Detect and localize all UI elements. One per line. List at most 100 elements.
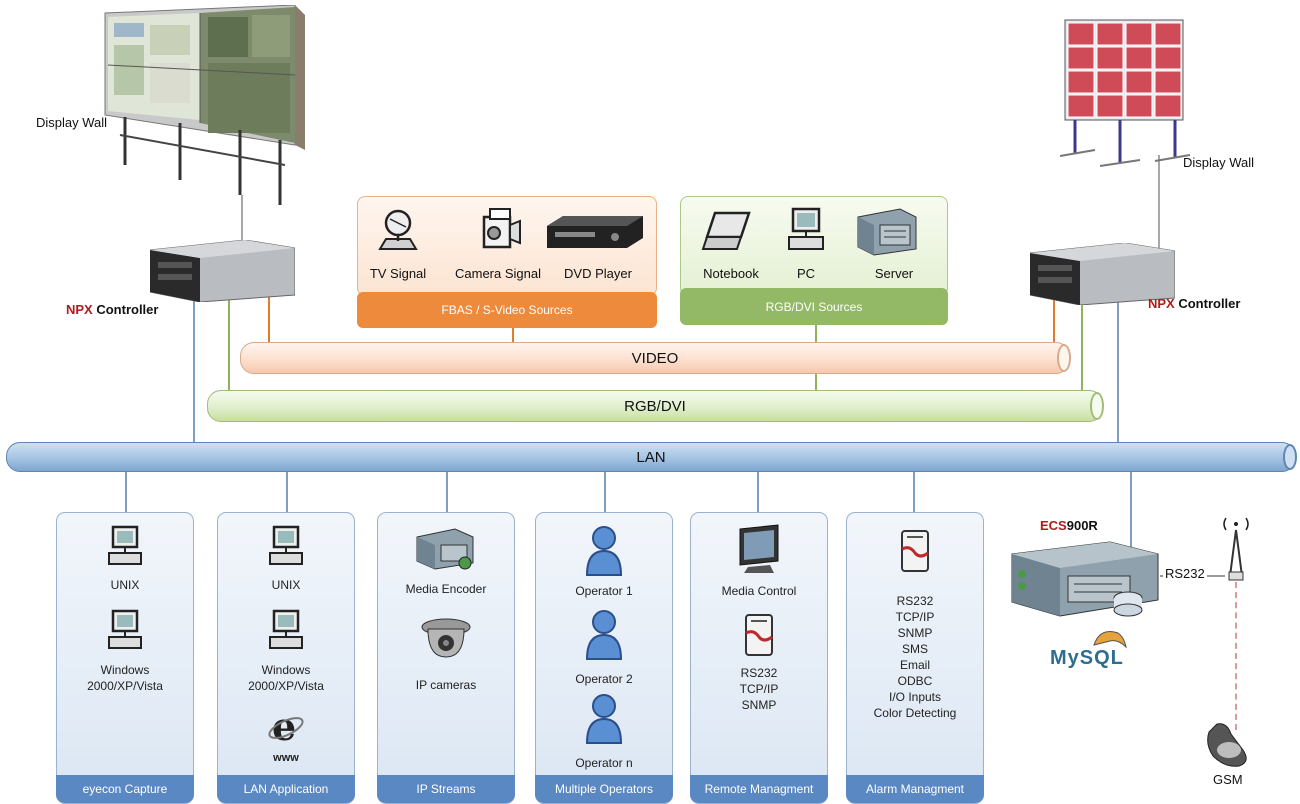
rs232-label: RS232 bbox=[1163, 566, 1207, 581]
panel5-lan-link bbox=[757, 470, 759, 512]
panel6-sms: SMS bbox=[901, 642, 928, 656]
camera-signal-label: Camera Signal bbox=[455, 266, 541, 281]
gsm-label: GSM bbox=[1213, 772, 1243, 787]
controller-left-rgb-link bbox=[228, 300, 230, 395]
internet-explorer-icon: e bbox=[268, 708, 304, 746]
controller-right-label: NPX Controller bbox=[1148, 296, 1240, 311]
panel-multiple-operators: Operator 1 Operator 2 Operator n Multipl… bbox=[535, 512, 673, 804]
panel3-encoder-label: Media Encoder bbox=[405, 582, 487, 596]
display-wall-right-label: Display Wall bbox=[1183, 155, 1255, 170]
panel-lan-application: UNIX Windows 2000/XP/Vista e www LAN App… bbox=[217, 512, 355, 804]
panel-alarm-managment: RS232 TCP/IP SNMP SMS Email ODBC I/O Inp… bbox=[846, 512, 984, 804]
dvd-player-label: DVD Player bbox=[564, 266, 632, 281]
wall-right-link bbox=[1158, 155, 1160, 250]
notebook-label: Notebook bbox=[703, 266, 759, 281]
panel5-footer: Remote Managment bbox=[690, 775, 828, 803]
tv-signal-icon bbox=[378, 209, 418, 250]
mysql-logo: MySQL bbox=[1050, 647, 1124, 669]
panel5-snmp: SNMP bbox=[741, 698, 777, 712]
panel1-windows-version: 2000/XP/Vista bbox=[87, 679, 163, 693]
operator-2-label: Operator 2 bbox=[575, 672, 633, 686]
panel6-lan-link bbox=[913, 470, 915, 512]
controller-right-lan-link bbox=[1117, 300, 1119, 445]
operator-n-icon bbox=[585, 694, 623, 744]
ecs-title: ECS900R bbox=[1040, 518, 1098, 533]
unix-pc-icon bbox=[108, 525, 142, 565]
gsm-phone-icon bbox=[1207, 723, 1247, 767]
rgb-dvi-bus-label: RGB/DVI bbox=[624, 397, 686, 415]
panel2-windows-label: Windows bbox=[261, 663, 311, 677]
media-control-label: Media Control bbox=[721, 584, 797, 598]
lan-bus-label: LAN bbox=[636, 448, 666, 466]
rgb-sources-bar: RGB/DVI Sources bbox=[680, 288, 948, 325]
wall-left-link bbox=[241, 195, 243, 245]
pc-label: PC bbox=[796, 266, 816, 281]
panel4-lan-link bbox=[604, 470, 606, 512]
panel2-unix-label: UNIX bbox=[271, 578, 301, 592]
panel6-email: Email bbox=[899, 658, 930, 672]
panel2-www-label: www bbox=[273, 752, 299, 764]
panel1-unix-label: UNIX bbox=[110, 578, 140, 592]
operator-1-icon bbox=[585, 526, 623, 576]
panel6-footer: Alarm Managment bbox=[846, 775, 984, 803]
panel6-odbc: ODBC bbox=[897, 674, 933, 688]
controller-left-lan-link bbox=[193, 300, 195, 445]
fbas-video-link bbox=[512, 328, 514, 346]
display-wall-right-image bbox=[1059, 19, 1190, 167]
ecs900r-image bbox=[1011, 541, 1159, 617]
controller-left-text: Controller bbox=[92, 302, 159, 317]
panel1-windows-label: Windows bbox=[100, 663, 150, 677]
panel1-lan-link bbox=[125, 470, 127, 512]
display-wall-left-image bbox=[104, 5, 305, 205]
ip-camera-icon bbox=[421, 618, 471, 658]
panel1-footer: eyecon Capture bbox=[56, 775, 194, 803]
panel2-windows-version: 2000/XP/Vista bbox=[248, 679, 324, 693]
controller-right-image bbox=[1030, 243, 1175, 305]
notebook-icon bbox=[701, 211, 751, 250]
controller-right-video-link bbox=[1053, 290, 1055, 348]
panel6-io-inputs: I/O Inputs bbox=[888, 690, 942, 704]
windows-pc-icon bbox=[108, 609, 142, 649]
panel-ip-streams: Media Encoder IP cameras IP Streams bbox=[377, 512, 515, 804]
pc-icon bbox=[788, 207, 824, 250]
panel5-rs232: RS232 bbox=[740, 666, 778, 680]
panel6-tcpip: TCP/IP bbox=[895, 610, 935, 624]
antenna-icon bbox=[1223, 517, 1249, 581]
panel-remote-managment: Media Control RS232 TCP/IP SNMP Remote M… bbox=[690, 512, 828, 804]
video-bus-label: VIDEO bbox=[631, 349, 679, 367]
mysql-dolphin-icon bbox=[1093, 631, 1127, 649]
panel-eyecon-capture: UNIX Windows 2000/XP/Vista eyecon Captur… bbox=[56, 512, 194, 804]
controller-right-text: Controller bbox=[1174, 296, 1241, 311]
media-encoder-icon bbox=[416, 528, 474, 570]
server-label: Server bbox=[874, 266, 914, 281]
fbas-sources-box: TV Signal Camera Signal DVD Player bbox=[357, 196, 657, 296]
panel6-snmp: SNMP bbox=[897, 626, 933, 640]
controller-right-rgb-link bbox=[1081, 300, 1083, 395]
panel4-footer: Multiple Operators bbox=[535, 775, 673, 803]
controller-left-video-link bbox=[268, 290, 270, 350]
video-bus: VIDEO bbox=[240, 342, 1071, 374]
panel3-footer: IP Streams bbox=[377, 775, 515, 803]
operator-n-label: Operator n bbox=[575, 756, 633, 770]
panel2-footer: LAN Application bbox=[217, 775, 355, 803]
controller-right-brand: NPX bbox=[1148, 296, 1175, 311]
device-server-icon bbox=[745, 614, 773, 656]
panel3-lan-link bbox=[446, 470, 448, 512]
ecs-brand: ECS bbox=[1040, 518, 1067, 533]
operator-2-icon bbox=[585, 610, 623, 660]
operator-1-label: Operator 1 bbox=[575, 584, 633, 598]
dvd-player-icon bbox=[547, 216, 643, 248]
server-icon bbox=[857, 208, 917, 256]
rgb-sources-box: Notebook PC Server bbox=[680, 196, 948, 296]
svg-text:e: e bbox=[272, 708, 296, 746]
panel3-ipcam-label: IP cameras bbox=[415, 678, 477, 692]
panel5-tcpip: TCP/IP bbox=[739, 682, 779, 696]
panel6-color-detecting: Color Detecting bbox=[873, 706, 957, 720]
windows-pc-icon bbox=[269, 609, 303, 649]
fbas-sources-bar: FBAS / S-Video Sources bbox=[357, 292, 657, 328]
ecs-lan-link bbox=[1130, 470, 1132, 565]
media-control-icon bbox=[739, 524, 779, 573]
tv-signal-label: TV Signal bbox=[369, 266, 427, 281]
controller-left-image bbox=[150, 240, 295, 302]
display-wall-left-label: Display Wall bbox=[36, 115, 108, 130]
